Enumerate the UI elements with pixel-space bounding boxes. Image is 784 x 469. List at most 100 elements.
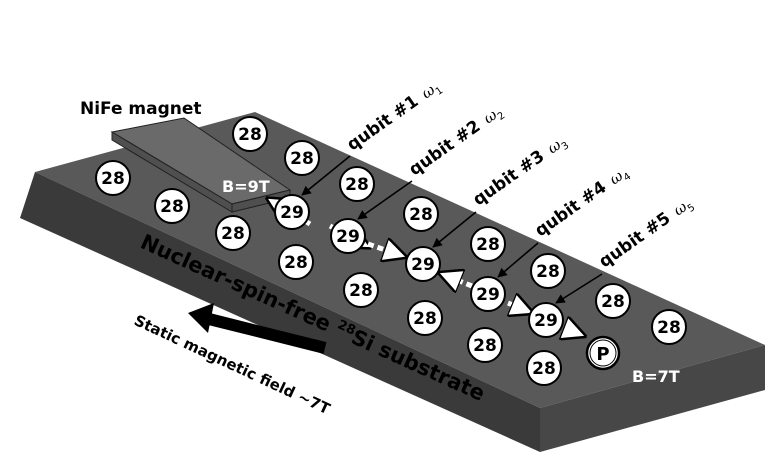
qubit-pointer-arrow <box>497 242 539 278</box>
spinless-atom-circle <box>467 327 503 363</box>
spinless-atom-circle <box>284 140 320 176</box>
spinless-atom: 28 <box>651 309 687 345</box>
qubit-atom-4: 29 <box>470 276 506 312</box>
spinless-atom-circle <box>232 116 268 152</box>
qubit-frequency-index: 3 <box>560 140 572 153</box>
spinless-atom-label: 28 <box>473 336 497 356</box>
qubit-atom-label: 29 <box>476 285 500 305</box>
magnet-label: NiFe magnet <box>80 99 202 119</box>
spinless-atom-label: 28 <box>290 149 314 169</box>
spinless-atom: 28 <box>278 244 314 280</box>
spinless-atom: 28 <box>595 283 631 319</box>
coupling-arrow <box>442 274 473 286</box>
spinless-atom: 28 <box>343 272 379 308</box>
spinless-atom: 28 <box>284 140 320 176</box>
qubit-pointer-arrow <box>301 155 351 196</box>
qubit-pointer-arrow <box>357 180 413 220</box>
qubit-label-2: qubit #2ω2 <box>405 101 507 182</box>
spinless-atom-circle <box>339 166 375 202</box>
coupling-arrow <box>367 244 403 256</box>
qubit-atom-label: 29 <box>336 227 360 247</box>
spinless-atom-label: 28 <box>536 262 560 282</box>
spinless-atom-circle <box>215 215 251 251</box>
qubit-label-5: qubit #5ω5 <box>595 193 697 274</box>
qubit-name: qubit #4 <box>531 177 610 241</box>
qubit-atom-1: 29 <box>274 194 310 230</box>
field-low-label: B=7T <box>632 367 680 386</box>
qubit-name: qubit #2 <box>405 116 484 180</box>
qubit-atom-3: 29 <box>405 246 441 282</box>
qubit-atom-circle <box>274 194 310 230</box>
substrate-isotope-mass: 28 <box>335 317 358 338</box>
spinless-atom: 28 <box>232 116 268 152</box>
qubit-frequency-index: 5 <box>686 202 698 215</box>
nife-magnet <box>110 117 292 213</box>
spinless-atom-label: 28 <box>221 224 245 244</box>
coupling-arrow <box>564 328 582 335</box>
qubit-label-3: qubit #3ω3 <box>469 131 571 212</box>
spinless-atom-label: 28 <box>349 281 373 301</box>
qubit-atom-2: 29 <box>330 218 366 254</box>
qubit-name: qubit #5 <box>595 208 674 272</box>
spinless-atom-label: 28 <box>532 359 556 379</box>
spinless-atom-label: 28 <box>601 292 625 312</box>
qubit-atom-circle <box>528 302 564 338</box>
spinless-atom-circle <box>154 188 190 224</box>
qubit-atom-label: 29 <box>280 203 304 223</box>
qubit-pointer-arrow <box>555 273 603 304</box>
phosphorus-ring <box>589 339 617 367</box>
spinless-atoms: 28 28 28 28 28 28 28 28 28 28 28 28 28 28 28 28 <box>95 116 687 386</box>
qubit-atom-label: 29 <box>534 311 558 331</box>
qubit-pointer-arrow <box>432 211 477 248</box>
coupling-arrow <box>508 303 530 312</box>
spinless-atom-label: 28 <box>409 205 433 225</box>
spinless-atom: 28 <box>467 327 503 363</box>
substrate-front-face <box>20 172 540 452</box>
spinless-atom-circle <box>95 160 131 196</box>
qubit-atom-circle <box>470 276 506 312</box>
spinless-atom-circle <box>651 309 687 345</box>
qubit-frequency-index: 2 <box>496 110 508 123</box>
qubit-frequency-index: 4 <box>622 171 634 184</box>
qubit-frequency-index: 1 <box>434 85 446 98</box>
spinless-atom-label: 28 <box>476 235 500 255</box>
qubit-atom-circle <box>405 246 441 282</box>
spinless-atom: 28 <box>407 300 443 336</box>
qubit-atoms: 29 29 29 29 29 <box>274 194 564 338</box>
spinless-atom: 28 <box>526 350 562 386</box>
phosphorus-donor: P <box>585 335 621 371</box>
qubit-atom-label: 29 <box>411 255 435 275</box>
spinless-atom-circle <box>407 300 443 336</box>
spinless-atom-label: 28 <box>160 197 184 217</box>
spinless-atom: 28 <box>339 166 375 202</box>
spinless-atom: 28 <box>530 253 566 289</box>
spinless-atom-circle <box>403 196 439 232</box>
spinless-atom: 28 <box>403 196 439 232</box>
spinless-atom-circle <box>595 283 631 319</box>
substrate <box>20 112 765 452</box>
qubit-atom-5: 29 <box>528 302 564 338</box>
spinless-atom: 28 <box>470 226 506 262</box>
spinless-atom-label: 28 <box>238 125 262 145</box>
spinless-atom-label: 28 <box>657 318 681 338</box>
qubit-label-1: qubit #1ω1 <box>343 76 445 157</box>
spinless-atom: 28 <box>154 188 190 224</box>
spinless-atom-circle <box>470 226 506 262</box>
static-field-arrow-head <box>188 303 214 333</box>
spinless-atom-circle <box>343 272 379 308</box>
spinless-atom: 28 <box>215 215 251 251</box>
spinless-atom-label: 28 <box>284 253 308 273</box>
substrate-side-face <box>540 345 765 452</box>
field-high-label: B=9T <box>222 177 270 196</box>
qubit-atom-circle <box>330 218 366 254</box>
spinless-atom-circle <box>526 350 562 386</box>
phosphorus-atom <box>585 335 621 371</box>
spinless-atom-label: 28 <box>101 169 125 189</box>
spinless-atom-label: 28 <box>345 175 369 195</box>
qubit-label-4: qubit #4ω4 <box>531 162 633 243</box>
spinless-atom-circle <box>530 253 566 289</box>
qubit-name: qubit #3 <box>469 146 548 210</box>
spinless-atom-label: 28 <box>413 309 437 329</box>
